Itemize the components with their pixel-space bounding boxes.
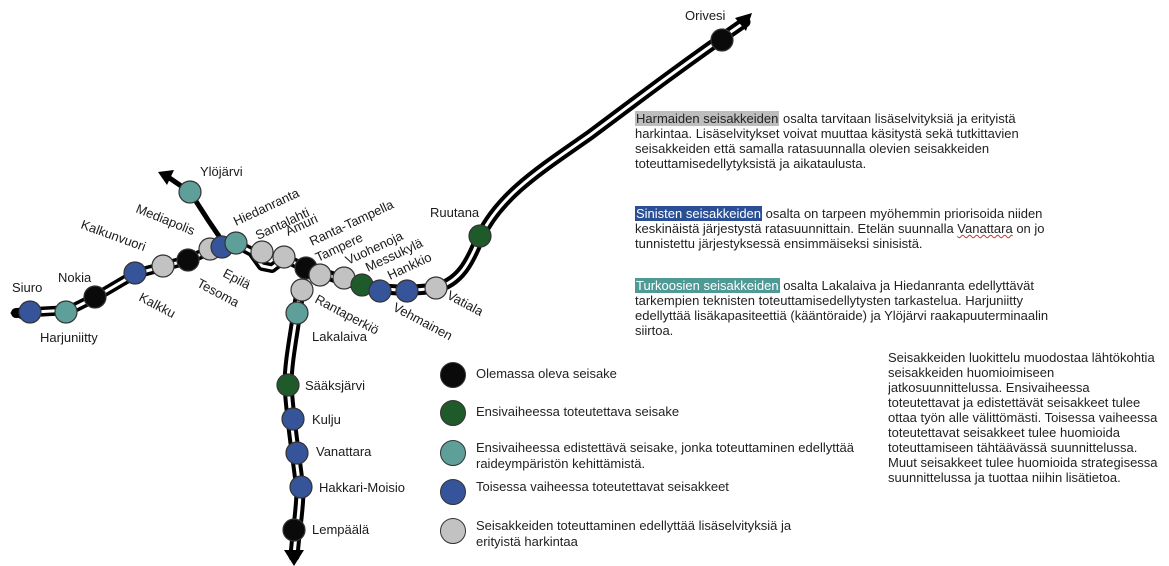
station-kulju: [281, 407, 305, 431]
station-kalkunvuori: [151, 254, 175, 278]
station-label-ylojarvi: Ylöjärvi: [200, 164, 243, 179]
station-vatiala: [424, 276, 448, 300]
station-label-siuro: Siuro: [12, 280, 42, 295]
legend-dot-existing: [440, 362, 466, 388]
station-lakalaiva: [285, 301, 309, 325]
legend-dot-second-phase: [440, 479, 466, 505]
legend-dot-further-study: [440, 518, 466, 544]
note-blue-stations: Sinisten seisakkeiden osalta on tarpeen …: [635, 206, 1055, 251]
station-vanattara: [285, 441, 309, 465]
station-harjuniitty: [54, 300, 78, 324]
note-grey-stations: Harmaiden seisakkeiden osalta tarvitaan …: [635, 111, 1055, 171]
arrow-lempaala-icon: [284, 550, 304, 566]
station-vehmainen: [395, 279, 419, 303]
legend-item-second-phase: Toisessa vaiheessa toteutettavat seisakk…: [440, 479, 766, 505]
station-hankkio: [368, 279, 392, 303]
note-teal-stations: Turkoosien seisakkeiden osalta Lakalaiva…: [635, 278, 1055, 338]
station-nokia: [83, 285, 107, 309]
station-label-saaksjarvi: Sääksjärvi: [305, 378, 365, 393]
station-ruutana: [468, 224, 492, 248]
legend-label-existing: Olemassa oleva seisake: [476, 366, 617, 381]
legend-label-further-study: Seisakkeiden toteuttaminen edellyttää li…: [476, 518, 792, 549]
station-label-lempaala: Lempäälä: [312, 522, 370, 537]
highlight-grey: Harmaiden seisakkeiden: [635, 111, 780, 126]
station-label-lakalaiva: Lakalaiva: [312, 329, 368, 344]
station-label-orivesi: Orivesi: [685, 8, 726, 23]
station-label-mediapolis: Mediapolis: [134, 201, 198, 238]
station-santalahti: [250, 240, 274, 264]
station-tesoma: [176, 248, 200, 272]
track-ylojarvi: [165, 174, 228, 248]
note-grey-text: osalta tarvitaan lisäselvityksiä ja erit…: [635, 111, 1019, 171]
highlight-blue: Sinisten seisakkeiden: [635, 206, 763, 221]
arrow-orivesi-icon: [735, 13, 752, 31]
station-rantaperkio: [290, 278, 314, 302]
highlight-teal: Turkoosien seisakkeiden: [635, 278, 780, 293]
note-blue-text-2: on jo tunnistettu järjestyksessä ensimmä…: [635, 221, 1045, 251]
legend-dot-first-phase-promoted: [440, 440, 466, 466]
station-label-vanattara: Vanattara: [316, 444, 372, 459]
station-label-kulju: Kulju: [312, 412, 341, 427]
station-ylojarvi: [178, 180, 202, 204]
legend-dot-first-phase: [440, 400, 466, 426]
legend-item-first-phase: Ensivaiheessa toteutettava seisake: [440, 400, 896, 426]
station-amuri: [272, 245, 296, 269]
station-siuro: [18, 300, 42, 324]
legend-label-first-phase: Ensivaiheessa toteutettava seisake: [476, 404, 680, 419]
station-label-vehmainen: Vehmainen: [391, 299, 455, 343]
legend-item-existing: Olemassa oleva seisake: [440, 362, 896, 388]
legend-item-further-study: Seisakkeiden toteuttaminen edellyttää li…: [440, 518, 806, 550]
station-label-kalkunvuori: Kalkunvuori: [79, 217, 148, 254]
legend-item-first-phase-promoted: Ensivaiheessa edistettävä seisake, jonka…: [440, 440, 906, 472]
note-teal-text: osalta Lakalaiva ja Hiedanranta edellytt…: [635, 278, 1049, 338]
station-kalkku: [123, 261, 147, 285]
station-lempaala: [282, 518, 306, 542]
legend-label-first-phase-promoted: Ensivaiheessa edistettävä seisake, jonka…: [476, 440, 854, 471]
station-orivesi: [710, 28, 734, 52]
station-hakkari-moisio: [289, 475, 313, 499]
station-label-kalkku: Kalkku: [137, 289, 179, 321]
note-blue-text-1: osalta on tarpeen myöhemmin priorisoida …: [635, 206, 1043, 236]
note-blue-vanattara: Vanattara: [957, 221, 1013, 236]
station-hiedanranta: [224, 231, 248, 255]
stations-layer: [18, 28, 734, 542]
station-label-nokia: Nokia: [58, 270, 92, 285]
station-label-harjuniitty: Harjuniitty: [40, 330, 98, 345]
station-label-ruutana: Ruutana: [430, 205, 480, 220]
legend-label-second-phase: Toisessa vaiheessa toteutettavat seisakk…: [476, 479, 729, 494]
track-south: [282, 284, 306, 562]
station-saaksjarvi: [276, 373, 300, 397]
station-label-hakkari-moisio: Hakkari-Moisio: [319, 480, 405, 495]
arrow-ylojarvi-icon: [158, 170, 174, 185]
station-ranta-tampella: [308, 263, 332, 287]
station-label-vatiala: Vatiala: [445, 287, 487, 319]
note-classification: Seisakkeiden luokittelu muodostaa lähtök…: [888, 350, 1158, 485]
